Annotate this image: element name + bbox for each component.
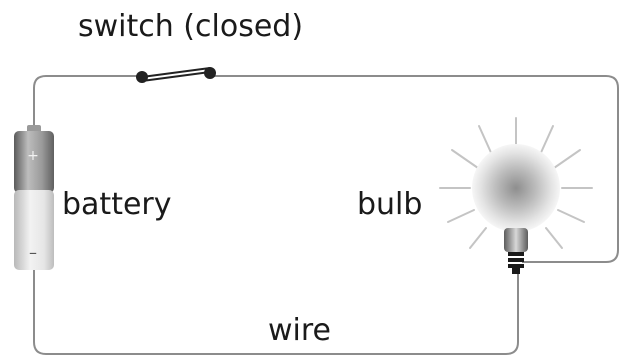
battery-negative-mark: –	[29, 243, 37, 262]
wire	[33, 75, 619, 355]
switch-label: switch (closed)	[78, 9, 304, 44]
bulb-label: bulb	[357, 187, 423, 222]
wire-label: wire	[268, 313, 332, 348]
wire-top-left	[33, 75, 142, 128]
battery-label: battery	[62, 187, 172, 222]
wire-bottom	[33, 268, 519, 355]
battery-positive-mark: +	[27, 148, 39, 164]
switch-icon	[136, 67, 216, 83]
wire-top-right	[210, 75, 619, 263]
light-bulb-icon	[472, 144, 560, 274]
battery-icon: + –	[14, 125, 54, 270]
bulb-rays	[439, 117, 593, 249]
